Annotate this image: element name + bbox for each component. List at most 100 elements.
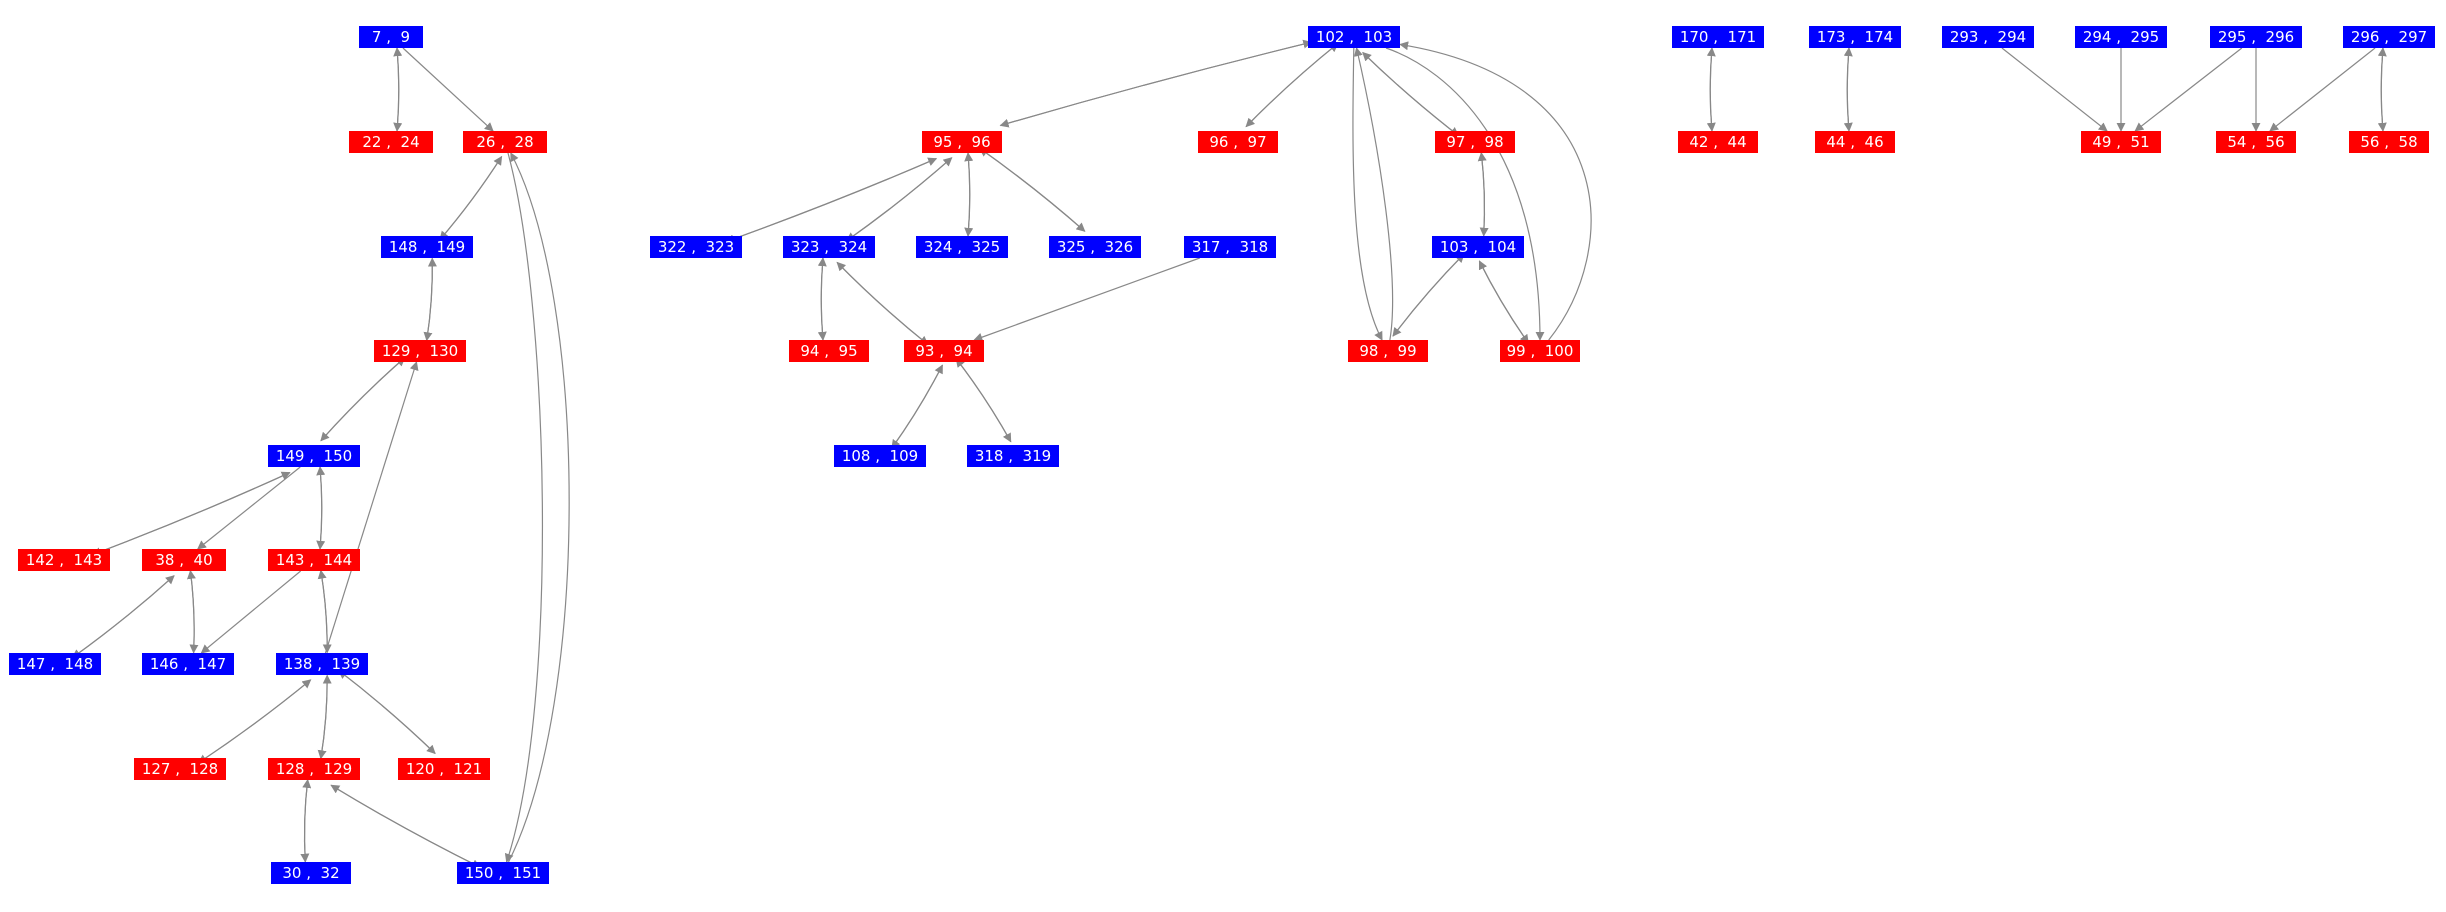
node-293-294[interactable]: 293 , 294 (1942, 26, 2034, 48)
edge-30-32-to-128-129 (302, 778, 312, 862)
node-label: 56 , 58 (2360, 133, 2417, 151)
node-325-326[interactable]: 325 , 326 (1049, 236, 1141, 258)
node-98-99[interactable]: 98 , 99 (1348, 340, 1428, 362)
node-box (457, 862, 549, 884)
node-label: 325 , 326 (1057, 238, 1133, 256)
edge-128-129-to-138-139 (320, 674, 332, 759)
node-93-94[interactable]: 93 , 94 (904, 340, 984, 362)
node-box (2216, 131, 2296, 153)
node-box (1942, 26, 2034, 48)
node-box (9, 653, 101, 675)
node-label: 103 , 104 (1440, 238, 1516, 256)
edge-102-103-to-96-97 (1245, 43, 1339, 128)
node-box (1432, 236, 1524, 258)
edge-317-318-to-93-94 (973, 257, 1200, 342)
node-54-56[interactable]: 54 , 56 (2216, 131, 2296, 153)
node-22-24[interactable]: 22 , 24 (349, 131, 433, 153)
node-box (1672, 26, 1764, 48)
node-label: 97 , 98 (1446, 133, 1503, 151)
node-label: 296 , 297 (2351, 28, 2427, 46)
node-38-40[interactable]: 38 , 40 (142, 549, 226, 571)
node-label: 147 , 148 (17, 655, 93, 673)
node-150-151[interactable]: 150 , 151 (457, 862, 549, 884)
node-label: 44 , 46 (1826, 133, 1883, 151)
node-120-121[interactable]: 120 , 121 (398, 758, 490, 780)
node-label: 99 , 100 (1507, 342, 1574, 360)
node-129-130[interactable]: 129 , 130 (374, 340, 466, 362)
node-323-324[interactable]: 323 , 324 (783, 236, 875, 258)
node-30-32[interactable]: 30 , 32 (271, 862, 351, 884)
node-box (1348, 340, 1428, 362)
node-label: 323 , 324 (791, 238, 867, 256)
edge-143-144-to-149-150 (316, 466, 326, 550)
node-box (268, 549, 360, 571)
edge-138-139-to-143-144 (317, 569, 328, 653)
node-146-147[interactable]: 146 , 147 (142, 653, 234, 675)
node-142-143[interactable]: 142 , 143 (18, 549, 110, 571)
edge-26-28-to-148-149 (439, 156, 503, 241)
node-44-46[interactable]: 44 , 46 (1815, 131, 1895, 153)
node-95-96[interactable]: 95 , 96 (922, 131, 1002, 153)
node-label: 128 , 129 (276, 760, 352, 778)
edge-129-130-to-149-150 (320, 357, 406, 442)
edge-323-324-to-93-94 (836, 262, 929, 346)
node-box (1815, 131, 1895, 153)
node-label: 149 , 150 (276, 447, 352, 465)
edge-26-28-to-150-151 (504, 152, 544, 863)
node-label: 317 , 318 (1192, 238, 1268, 256)
node-96-97[interactable]: 96 , 97 (1198, 131, 1278, 153)
node-box (142, 549, 226, 571)
node-170-171[interactable]: 170 , 171 (1672, 26, 1764, 48)
edge-99-100-to-102-103 (1399, 41, 1592, 341)
node-box (834, 445, 926, 467)
node-127-128[interactable]: 127 , 128 (134, 758, 226, 780)
node-box (268, 758, 360, 780)
node-102-103[interactable]: 102 , 103 (1308, 26, 1400, 48)
node-138-139[interactable]: 138 , 139 (276, 653, 368, 675)
node-box (276, 653, 368, 675)
node-296-297[interactable]: 296 , 297 (2343, 26, 2435, 48)
node-294-295[interactable]: 294 , 295 (2075, 26, 2167, 48)
edge-95-96-to-102-103 (1000, 39, 1313, 127)
node-173-174[interactable]: 173 , 174 (1809, 26, 1901, 48)
node-99-100[interactable]: 99 , 100 (1500, 340, 1580, 362)
node-317-318[interactable]: 317 , 318 (1184, 236, 1276, 258)
node-box (904, 340, 984, 362)
node-108-109[interactable]: 108 , 109 (834, 445, 926, 467)
node-label: 93 , 94 (915, 342, 972, 360)
node-94-95[interactable]: 94 , 95 (789, 340, 869, 362)
node-box (381, 236, 473, 258)
node-42-44[interactable]: 42 , 44 (1678, 131, 1758, 153)
edge-142-143-to-149-150 (92, 471, 291, 556)
node-label: 146 , 147 (150, 655, 226, 673)
edge-99-100-to-103-104 (1478, 260, 1529, 344)
node-147-148[interactable]: 147 , 148 (9, 653, 101, 675)
edge-128-129-to-150-151 (330, 784, 481, 868)
node-26-28[interactable]: 26 , 28 (463, 131, 547, 153)
node-103-104[interactable]: 103 , 104 (1432, 236, 1524, 258)
node-box (2081, 131, 2161, 153)
node-56-58[interactable]: 56 , 58 (2349, 131, 2429, 153)
node-322-323[interactable]: 322 , 323 (650, 236, 742, 258)
edge-98-99-to-102-103 (1353, 47, 1394, 341)
node-49-51[interactable]: 49 , 51 (2081, 131, 2161, 153)
node-label: 7 , 9 (372, 28, 410, 46)
edge-149-150-to-142-143 (91, 471, 291, 556)
edge-95-96-to-323-324 (845, 157, 953, 242)
node-97-98[interactable]: 97 , 98 (1435, 131, 1515, 153)
node-148-149[interactable]: 148 , 149 (381, 236, 473, 258)
edge-93-94-to-318-319 (955, 358, 1012, 443)
node-box (2075, 26, 2167, 48)
edge-323-324-to-95-96 (846, 157, 953, 242)
node-128-129[interactable]: 128 , 129 (268, 758, 360, 780)
edge-102-103-to-95-96 (999, 41, 1312, 128)
node-143-144[interactable]: 143 , 144 (268, 549, 360, 571)
node-7-9[interactable]: 7 , 9 (359, 26, 423, 48)
node-149-150[interactable]: 149 , 150 (268, 445, 360, 467)
node-324-325[interactable]: 324 , 325 (916, 236, 1008, 258)
edge-42-44-to-170-171 (1706, 47, 1716, 132)
edge-295-296-to-49-51 (2134, 47, 2243, 132)
node-318-319[interactable]: 318 , 319 (967, 445, 1059, 467)
node-295-296[interactable]: 295 , 296 (2210, 26, 2302, 48)
